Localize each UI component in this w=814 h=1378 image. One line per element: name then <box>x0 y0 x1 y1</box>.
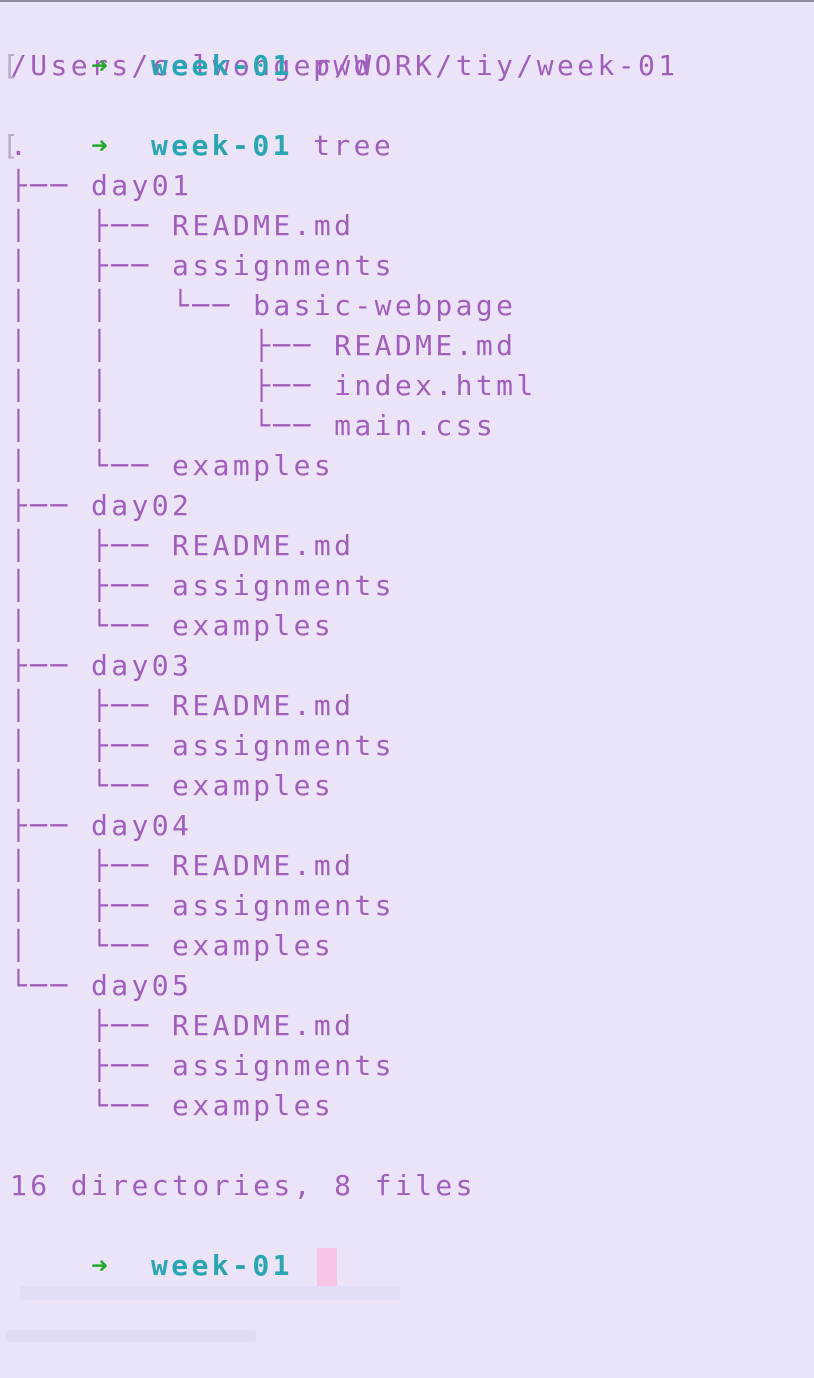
prompt-bracket: [ <box>2 129 19 162</box>
ghost-bar <box>6 1330 256 1342</box>
tree-line: │ │ └── main.css <box>10 409 497 442</box>
text-cursor[interactable] <box>317 1248 338 1286</box>
tree-line: │ ├── README.md <box>10 849 355 882</box>
tree-line: ├── day03 <box>10 649 193 682</box>
tree-line: ├── day01 <box>10 169 193 202</box>
prompt-arrow-icon: ➜ <box>91 49 108 82</box>
prompt-line-tree: [ ➜ week-01 tree <box>2 86 810 162</box>
window-top-edge <box>0 0 814 2</box>
command-text: pwd <box>313 49 374 82</box>
tree-line: ├── day04 <box>10 809 193 842</box>
tree-line: │ ├── assignments <box>10 569 395 602</box>
tree-line: ├── assignments <box>10 1049 395 1082</box>
prompt-bracket: [ <box>2 49 19 82</box>
tree-line: └── examples <box>10 1089 335 1122</box>
tree-line: │ │ └── basic-webpage <box>10 289 517 322</box>
tree-line: │ ├── assignments <box>10 729 395 762</box>
prompt-directory: week-01 <box>151 1249 293 1282</box>
background-window-ghost <box>0 1278 814 1378</box>
pwd-output: /Users/celwonger/WORK/tiy/week-01 <box>10 49 679 82</box>
tree-line: │ ├── README.md <box>10 209 355 242</box>
prompt-line-pwd: [ ➜ week-01 pwd <box>2 6 810 82</box>
prompt-directory: week-01 <box>151 49 293 82</box>
command-text: tree <box>313 129 395 162</box>
tree-line: │ │ ├── index.html <box>10 369 537 402</box>
tree-line: ├── README.md <box>10 1009 355 1042</box>
tree-line: └── day05 <box>10 969 193 1002</box>
tree-line: │ ├── assignments <box>10 889 395 922</box>
terminal-output[interactable]: [ ➜ week-01 pwd /Users/celwonger/WORK/tiy/… <box>2 6 810 1286</box>
tree-line: │ │ ├── README.md <box>10 329 517 362</box>
tree-line: │ └── examples <box>10 929 335 962</box>
tree-line: │ └── examples <box>10 449 335 482</box>
ghost-bar <box>20 1286 400 1300</box>
tree-line: │ └── examples <box>10 609 335 642</box>
prompt-line-current: ➜ week-01 <box>10 1206 810 1286</box>
tree-line: ├── day02 <box>10 489 193 522</box>
tree-line: . <box>10 129 31 162</box>
prompt-arrow-icon: ➜ <box>91 1249 108 1282</box>
prompt-directory: week-01 <box>151 129 293 162</box>
tree-summary: 16 directories, 8 files <box>10 1169 476 1202</box>
blank-line <box>10 1126 810 1166</box>
tree-line: │ ├── README.md <box>10 689 355 722</box>
tree-line: │ └── examples <box>10 769 335 802</box>
prompt-arrow-icon: ➜ <box>91 129 108 162</box>
tree-line: │ ├── assignments <box>10 249 395 282</box>
tree-line: │ ├── README.md <box>10 529 355 562</box>
